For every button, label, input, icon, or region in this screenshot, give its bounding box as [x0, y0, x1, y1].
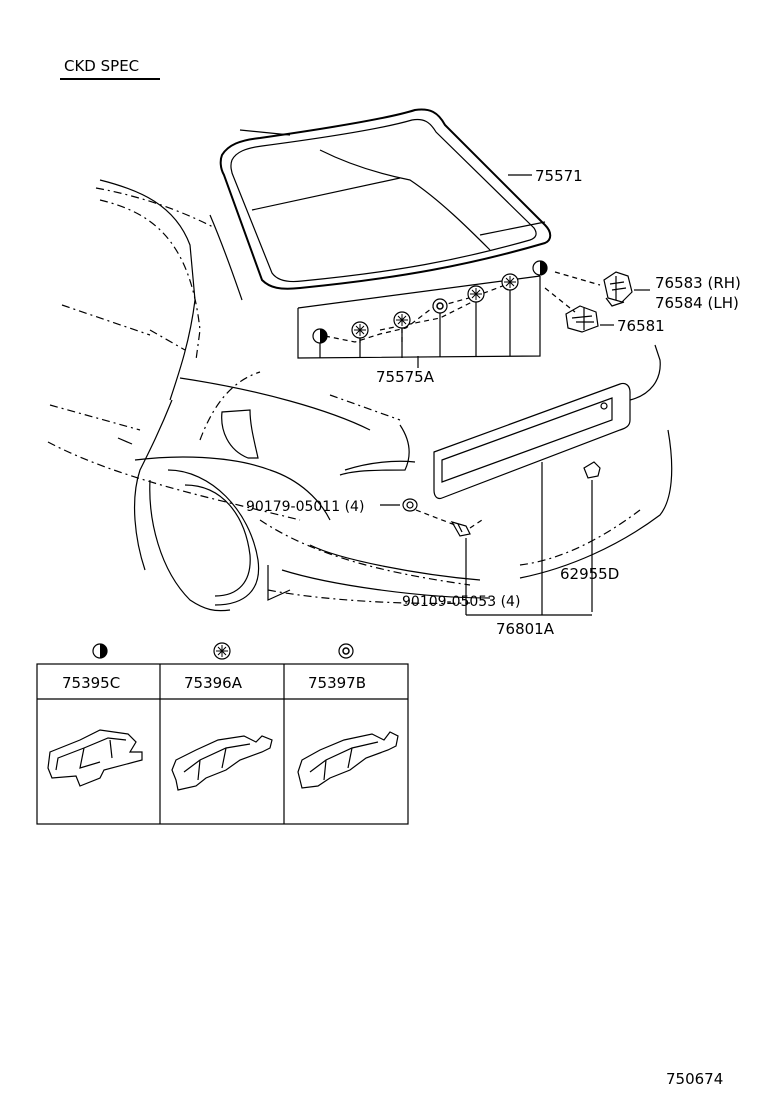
asterisk-circle-icon	[393, 311, 411, 329]
clip-group-bracket	[297, 271, 601, 368]
part-label-62955D: 62955D	[560, 565, 619, 583]
asterisk-circle-icon	[467, 285, 485, 303]
asterisk-circle-icon	[213, 642, 231, 660]
part-label-76584: 76584 (LH)	[655, 294, 739, 312]
clip-legend-table: 75395C 75396A 75397B	[36, 642, 409, 825]
clip-symbols	[312, 260, 548, 358]
part-label-76583: 76583 (RH)	[655, 274, 741, 292]
part-label-90179: 90179-05011 (4)	[246, 499, 364, 515]
half-circle-icon	[532, 260, 548, 276]
nut-dash	[415, 509, 456, 526]
clip-75395C-drawing	[47, 729, 143, 787]
ring-icon	[432, 298, 448, 314]
legend-part-75395C: 75395C	[62, 674, 120, 692]
screw-dash	[469, 519, 483, 529]
clip-screw-part	[450, 521, 471, 537]
legend-part-75397B: 75397B	[308, 674, 366, 692]
rear-garnish-part	[433, 382, 631, 500]
half-circle-icon	[92, 643, 108, 659]
clip-75396A-drawing	[171, 735, 273, 791]
clip-75397B-drawing	[297, 731, 399, 789]
part-label-75571: 75571	[535, 167, 583, 185]
asterisk-circle-icon	[351, 321, 369, 339]
hinge-part	[603, 271, 633, 307]
legend-part-75396A: 75396A	[184, 674, 243, 692]
part-label-90109: 90109-05053 (4)	[402, 594, 520, 610]
bracket-part	[565, 305, 599, 333]
part-label-75575A: 75575A	[376, 368, 435, 386]
part-label-76581: 76581	[617, 317, 665, 335]
leader-76801A	[466, 462, 592, 616]
ring-icon	[338, 643, 354, 659]
rear-window-weatherstrip	[219, 108, 552, 290]
diagram-code: 750674	[666, 1070, 723, 1088]
cushion-part	[583, 461, 601, 479]
spec-label: CKD SPEC	[64, 57, 139, 75]
half-circle-icon	[312, 328, 328, 344]
part-label-76801A: 76801A	[496, 620, 555, 638]
asterisk-circle-icon	[501, 273, 519, 291]
nut-part	[402, 498, 418, 512]
car-body	[47, 129, 673, 612]
